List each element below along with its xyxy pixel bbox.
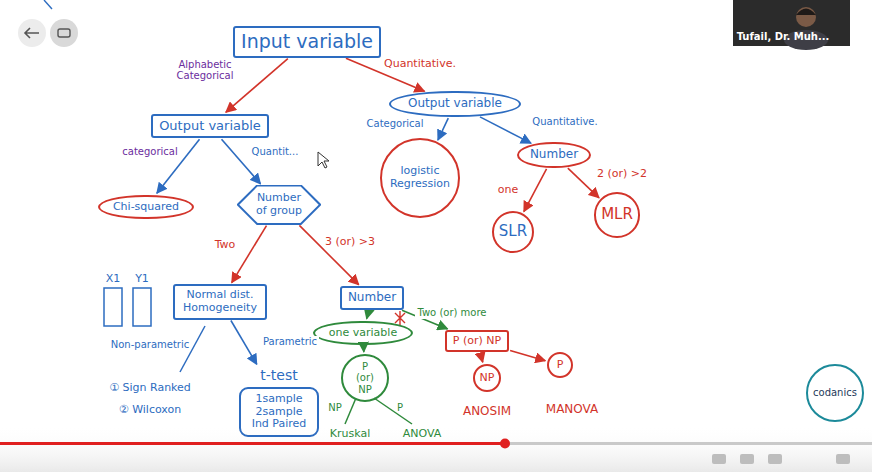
hexagon-shape xyxy=(238,186,320,225)
process-box: Input variable xyxy=(233,26,381,58)
result-oval: Chi-squared xyxy=(98,195,195,220)
connector-arrow xyxy=(524,169,547,212)
node-text: SLR xyxy=(499,223,527,240)
decision-hexagon: Number of group xyxy=(237,185,321,224)
branch-label: NP xyxy=(328,402,342,414)
test-box: t-test 1sample 2sample Ind Paired xyxy=(237,366,321,438)
player-icon xyxy=(836,454,850,464)
node-text: NP xyxy=(480,372,495,385)
edge-label: 2 (or) >2 xyxy=(595,168,649,181)
decision-oval: Number xyxy=(517,142,591,169)
node-text: one variable xyxy=(329,327,397,340)
decision-circle: P (or) NP xyxy=(341,354,390,403)
leader-line xyxy=(374,398,412,424)
node-text: Chi-squared xyxy=(113,201,179,214)
star-mark xyxy=(395,311,405,325)
edge-label: Two (or) more xyxy=(415,307,488,319)
data-column xyxy=(104,288,122,326)
result-circle: SLR xyxy=(492,211,534,253)
node-text: Output variable xyxy=(159,119,261,134)
node-text: MLR xyxy=(601,206,633,223)
test-name: ① Sign Ranked xyxy=(109,382,191,395)
node-text: codanics xyxy=(813,387,857,399)
connector-arrow xyxy=(480,117,531,143)
branch-label: Non-parametric xyxy=(111,339,189,351)
process-box: Normal dist. Homogeneity xyxy=(173,284,267,319)
data-column xyxy=(133,288,151,326)
person-hair xyxy=(796,9,816,16)
logo-badge: codanics xyxy=(806,364,864,422)
connector-arrow xyxy=(367,311,369,319)
variable-name: Y1 xyxy=(135,273,149,286)
mouse-cursor xyxy=(318,152,329,168)
node-text: P (or) NP xyxy=(353,361,377,396)
progress-knob xyxy=(500,439,510,449)
edge-label: Quantit... xyxy=(250,146,301,158)
test-name: ANOVA xyxy=(403,428,442,441)
node-text: logistic Regression xyxy=(387,165,453,190)
progress-track xyxy=(0,442,872,445)
leader-line xyxy=(345,398,356,424)
node-text: 1sample 2sample Ind Paired xyxy=(239,387,319,437)
oval-node: Output variable xyxy=(389,91,520,118)
node-text: Number xyxy=(530,148,578,162)
connector-arrow xyxy=(299,225,358,284)
connector-arrow xyxy=(232,226,267,283)
variable-name: X1 xyxy=(106,273,121,286)
test-name: ANOSIM xyxy=(463,405,511,419)
pen-stroke xyxy=(44,0,52,9)
node-text: Normal dist. Homogeneity xyxy=(181,289,259,314)
tool-button xyxy=(50,19,78,47)
node-text: Output variable xyxy=(408,97,502,111)
connector-arrow xyxy=(480,353,482,362)
branch-label: P xyxy=(397,402,403,414)
participant-name: Tufail, Dr. Muh... xyxy=(737,31,830,43)
test-name: ② Wilcoxon xyxy=(119,404,181,417)
result-circle: logistic Regression xyxy=(380,138,460,218)
test-name: Kruskal xyxy=(330,428,370,441)
player-shade xyxy=(0,425,872,472)
choice-oval: one variable xyxy=(313,321,412,346)
tool-icon xyxy=(58,29,70,37)
edge-label: Parametric xyxy=(261,336,319,348)
player-icon xyxy=(712,454,726,464)
node-text: Input variable xyxy=(241,31,373,53)
node-text: Number of group xyxy=(253,192,305,217)
connector-arrow xyxy=(363,346,365,351)
edge-label: categorical xyxy=(120,146,179,158)
player-icon xyxy=(740,454,754,464)
progress-fill xyxy=(0,442,505,445)
connector-arrow xyxy=(438,118,448,140)
video-tile xyxy=(733,0,850,46)
player-icon xyxy=(768,454,782,464)
back-button xyxy=(18,19,46,47)
edge-label: Quantitative. xyxy=(530,116,599,128)
edge-label: Two xyxy=(213,239,238,252)
node-text: Number xyxy=(348,291,396,305)
edge-label: 3 (or) >3 xyxy=(323,236,377,249)
test-name: MANOVA xyxy=(546,403,598,417)
person-head xyxy=(796,7,816,27)
process-box: Number xyxy=(340,286,404,310)
edge-label: Alphabetic Categorical xyxy=(168,59,242,82)
back-arrow xyxy=(25,28,39,38)
decision-box: P (or) NP xyxy=(445,330,509,353)
process-box: Output variable xyxy=(151,114,269,139)
edge-label: Categorical xyxy=(365,118,426,130)
node-text: P xyxy=(557,359,564,372)
choice-circle: P xyxy=(547,352,574,379)
edge-label: Quantitative. xyxy=(382,58,458,71)
node-text: t-test xyxy=(260,367,297,383)
node-text: P (or) NP xyxy=(453,335,501,348)
connector-arrow xyxy=(510,351,545,361)
result-circle: MLR xyxy=(594,192,640,238)
choice-circle: NP xyxy=(473,364,502,393)
edge-label: one xyxy=(496,184,520,197)
connector-arrow xyxy=(231,321,257,365)
